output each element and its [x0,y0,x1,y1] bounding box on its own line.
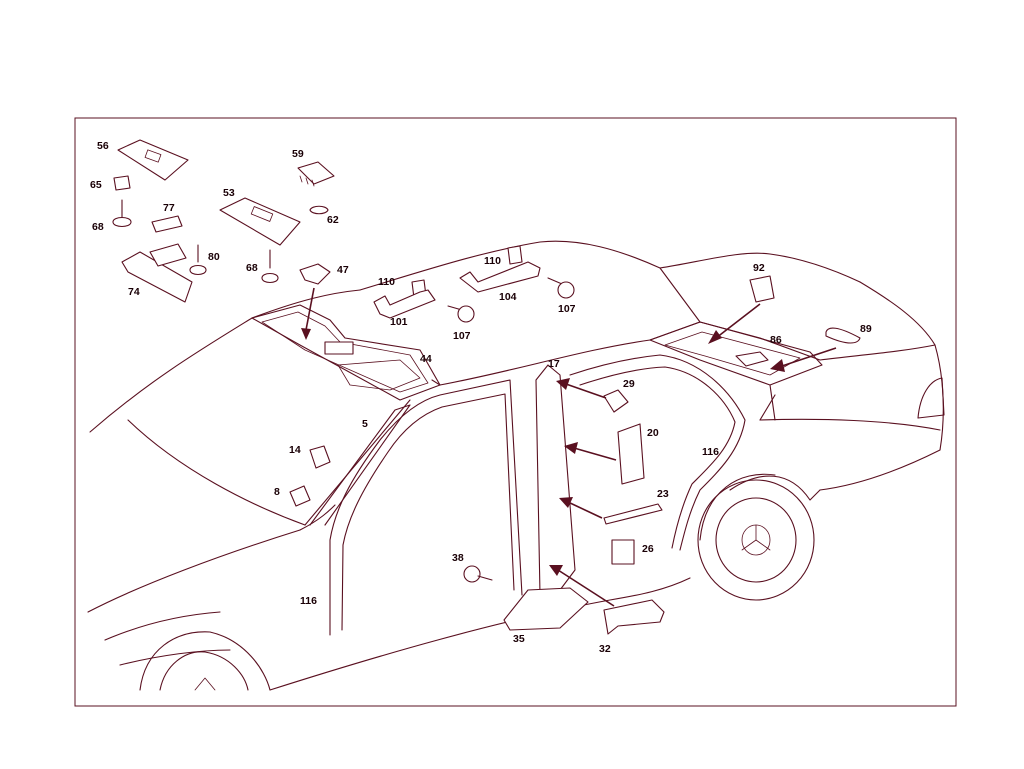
callout-116b: 116 [300,595,317,607]
callout-20: 20 [647,427,659,439]
callout-104: 104 [499,291,517,303]
part-68-screw-b [261,249,279,284]
callout-86: 86 [770,334,782,346]
part-23-strip [603,503,663,525]
part-35-sill-trim [503,587,589,631]
part-59-interior-light [297,161,335,187]
arrow-23 [559,497,603,519]
callout-32: 32 [599,643,611,655]
part-56-visor-mirror [117,139,189,181]
callout-62: 62 [327,214,339,226]
part-65-clip [113,175,131,191]
callout-92: 92 [753,262,765,274]
part-80-screw [189,244,207,276]
callout-59: 59 [292,148,304,160]
part-104-grab-handle [459,261,541,293]
arrow-20 [564,442,617,461]
callout-56: 56 [97,140,109,152]
arrow-92 [708,303,761,344]
part-110-clip-b [507,245,523,265]
callout-68b: 68 [246,262,258,274]
part-53-sun-visor [219,197,301,246]
callout-110a: 110 [378,276,395,288]
arrow-89 [770,347,837,372]
callout-5: 5 [362,418,368,430]
callout-53: 53 [223,187,235,199]
part-107-screw-a [447,305,475,323]
part-68-screw-a [112,199,132,228]
part-47-clip [299,263,331,285]
callout-35: 35 [513,633,525,645]
arrow-47 [301,287,315,340]
callout-77: 77 [163,202,175,214]
arrow-32 [549,565,615,607]
callout-116a: 116 [702,446,719,458]
part-32-bracket [603,599,665,635]
callout-107b: 107 [558,303,576,315]
callout-107a: 107 [453,330,471,342]
callout-89: 89 [860,323,872,335]
callout-80: 80 [208,251,220,263]
part-26-block [611,539,635,565]
part-74-rear-mirror [121,243,193,303]
part-29-clip [603,389,629,413]
part-8-clip [289,485,311,507]
part-107-screw-b [547,277,575,299]
callout-14: 14 [289,444,301,456]
rear-wheel [697,473,815,601]
part-101-grab-handle [373,289,436,319]
part-14-clip [309,445,331,469]
part-92-clip [749,275,775,303]
callout-47: 47 [337,264,349,276]
callout-74: 74 [128,286,140,298]
callout-8: 8 [274,486,280,498]
callout-38: 38 [452,552,464,564]
interior-light-opening [324,341,354,355]
callout-44: 44 [420,353,432,365]
callout-23: 23 [657,488,669,500]
parcel-shelf-vent [735,351,769,367]
callout-65: 65 [90,179,102,191]
callout-26: 26 [642,543,654,555]
callout-110b: 110 [484,255,501,267]
part-20-panel [617,423,645,485]
part-77-bracket [151,215,183,233]
car-body-outline [87,240,945,691]
front-wheel [139,631,271,691]
callout-101: 101 [390,316,408,328]
diagram-frame [74,117,957,707]
part-38-screw [463,565,493,583]
part-62-bulb [309,205,329,215]
callout-68a: 68 [92,221,104,233]
callout-29: 29 [623,378,635,390]
arrow-29 [556,378,607,399]
callout-17: 17 [548,358,560,370]
part-89-vent [825,327,861,344]
